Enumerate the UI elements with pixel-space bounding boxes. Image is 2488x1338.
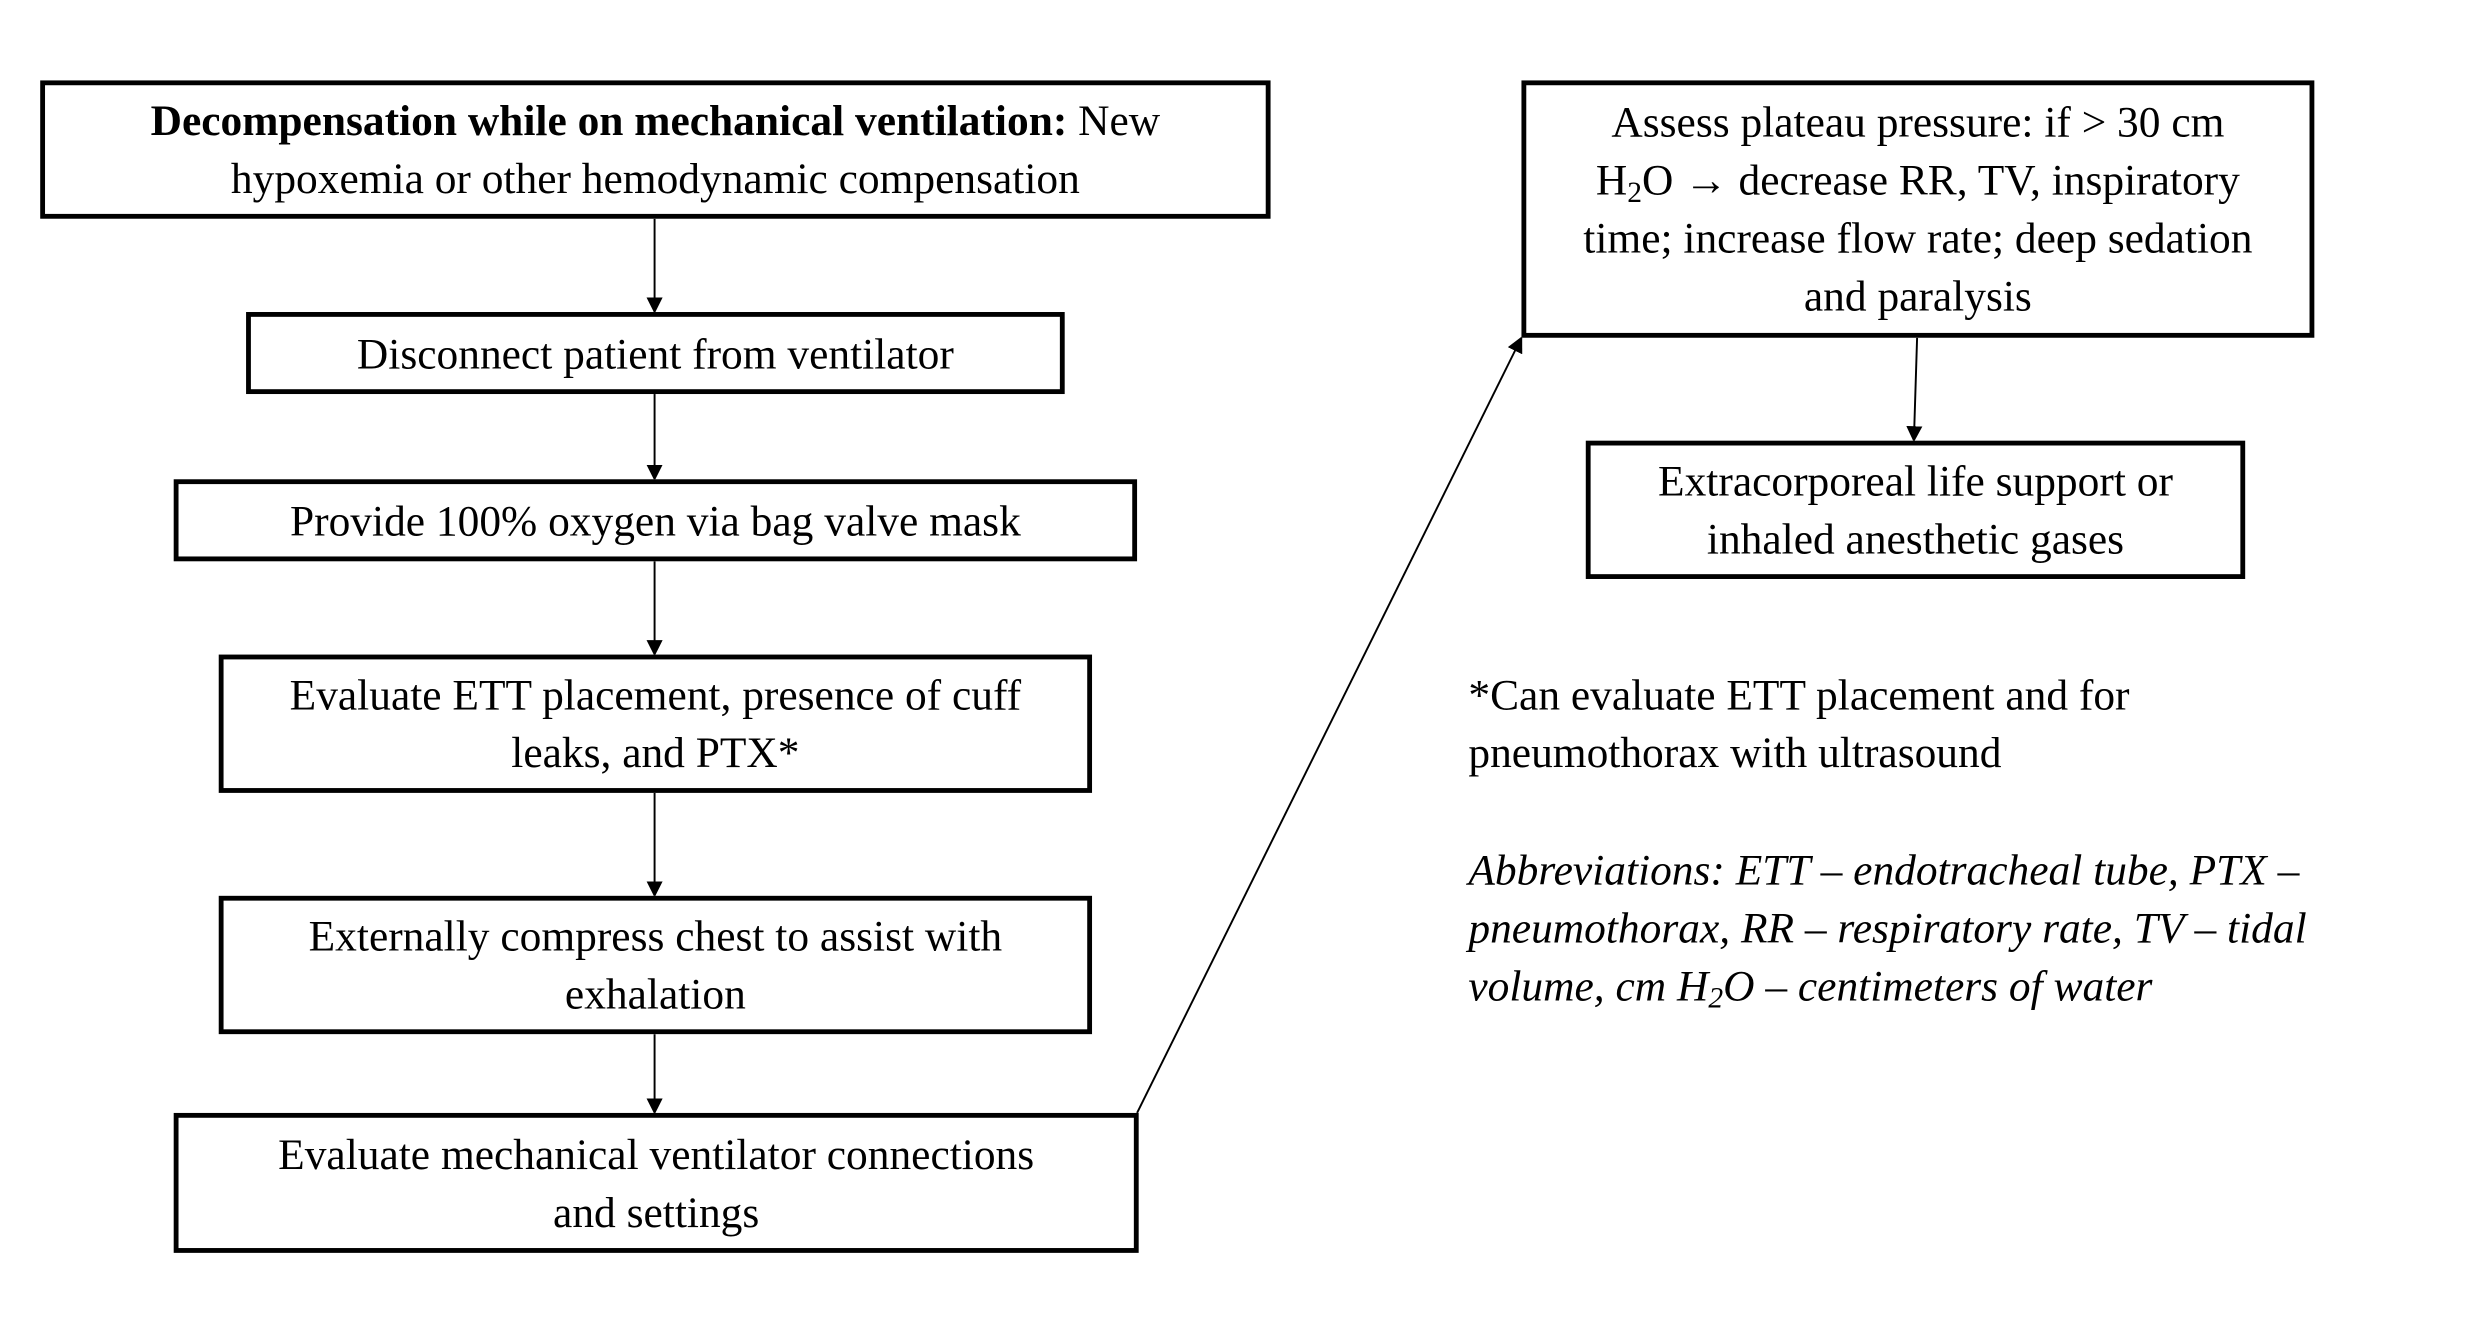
ventilator-line1: Evaluate mechanical ventilator connectio…	[278, 1129, 1035, 1179]
box-ventilator: Evaluate mechanical ventilator connectio…	[173, 1112, 1139, 1253]
compress-line2: exhalation	[564, 969, 746, 1019]
box-compress-text: Externally compress chest to assist with…	[309, 907, 1002, 1023]
box-oxygen: Provide 100% oxygen via bag valve mask	[173, 479, 1138, 562]
decompensation-title-rest: New	[1078, 96, 1161, 145]
note-ultrasound: *Can evaluate ETT placement and for pneu…	[1468, 666, 2433, 782]
box-decompensation-text: Decompensation while on mechanical venti…	[151, 92, 1161, 208]
arrow-plateau-to-ecls	[1906, 337, 1923, 443]
box-ecls: Extracorporeal life support or inhaled a…	[1585, 440, 2246, 579]
ett-line1: Evaluate ETT placement, presence of cuff	[289, 670, 1022, 719]
abbreviations-subscript: 2	[1708, 981, 1724, 1015]
box-plateau-text: Assess plateau pressure: if > 30 cm H2O …	[1583, 93, 2252, 325]
ultrasound-line2: pneumothorax with ultrasound	[1468, 728, 2002, 777]
disconnect-text: Disconnect patient from ventilator	[356, 328, 954, 378]
box-plateau: Assess plateau pressure: if > 30 cm H2O …	[1521, 80, 2315, 338]
box-ecls-text: Extracorporeal life support or inhaled a…	[1658, 452, 2173, 568]
box-ventilator-text: Evaluate mechanical ventilator connectio…	[278, 1125, 1034, 1241]
arrow-ventilator-to-plateau	[1136, 336, 1523, 1114]
abbreviations-line2: pneumothorax, RR – respiratory rate, TV …	[1468, 903, 2307, 953]
ventilator-line2: and settings	[553, 1187, 760, 1236]
ecls-line2: inhaled anesthetic gases	[1706, 514, 2125, 563]
plateau-subscript: 2	[1627, 176, 1643, 209]
plateau-line4: and paralysis	[1803, 271, 2032, 321]
oxygen-text: Provide 100% oxygen via bag valve mask	[289, 496, 1021, 545]
abbreviations-line1: Abbreviations: ETT – endotracheal tube, …	[1468, 845, 2300, 895]
ett-line2: leaks, and PTX*	[511, 728, 800, 777]
box-ett-text: Evaluate ETT placement, presence of cuff…	[290, 666, 1021, 782]
box-compress: Externally compress chest to assist with…	[218, 895, 1093, 1035]
plateau-line2-rest: O → decrease RR, TV, inspiratory	[1642, 156, 2240, 205]
plateau-line3: time; increase flow rate; deep sedation	[1583, 213, 2253, 263]
box-ett: Evaluate ETT placement, presence of cuff…	[218, 654, 1093, 793]
ecls-line1: Extracorporeal life support or	[1658, 456, 2173, 506]
abbreviations-line3-post: O – centimeters of water	[1723, 961, 2153, 1011]
decompensation-line2: hypoxemia or other hemodynamic compensat…	[230, 154, 1080, 203]
box-decompensation: Decompensation while on mechanical venti…	[40, 80, 1271, 219]
box-disconnect: Disconnect patient from ventilator	[246, 312, 1065, 395]
note-abbreviations: Abbreviations: ETT – endotracheal tube, …	[1468, 841, 2465, 1015]
ultrasound-line1: *Can evaluate ETT placement and for	[1468, 670, 2130, 719]
decompensation-title-bold: Decompensation while on mechanical venti…	[150, 96, 1068, 145]
plateau-h: H	[1595, 156, 1628, 205]
abbreviations-line3-pre: volume, cm H	[1468, 961, 1709, 1011]
compress-line1: Externally compress chest to assist with	[308, 911, 1003, 961]
plateau-line1: Assess plateau pressure: if > 30 cm	[1611, 98, 2225, 147]
